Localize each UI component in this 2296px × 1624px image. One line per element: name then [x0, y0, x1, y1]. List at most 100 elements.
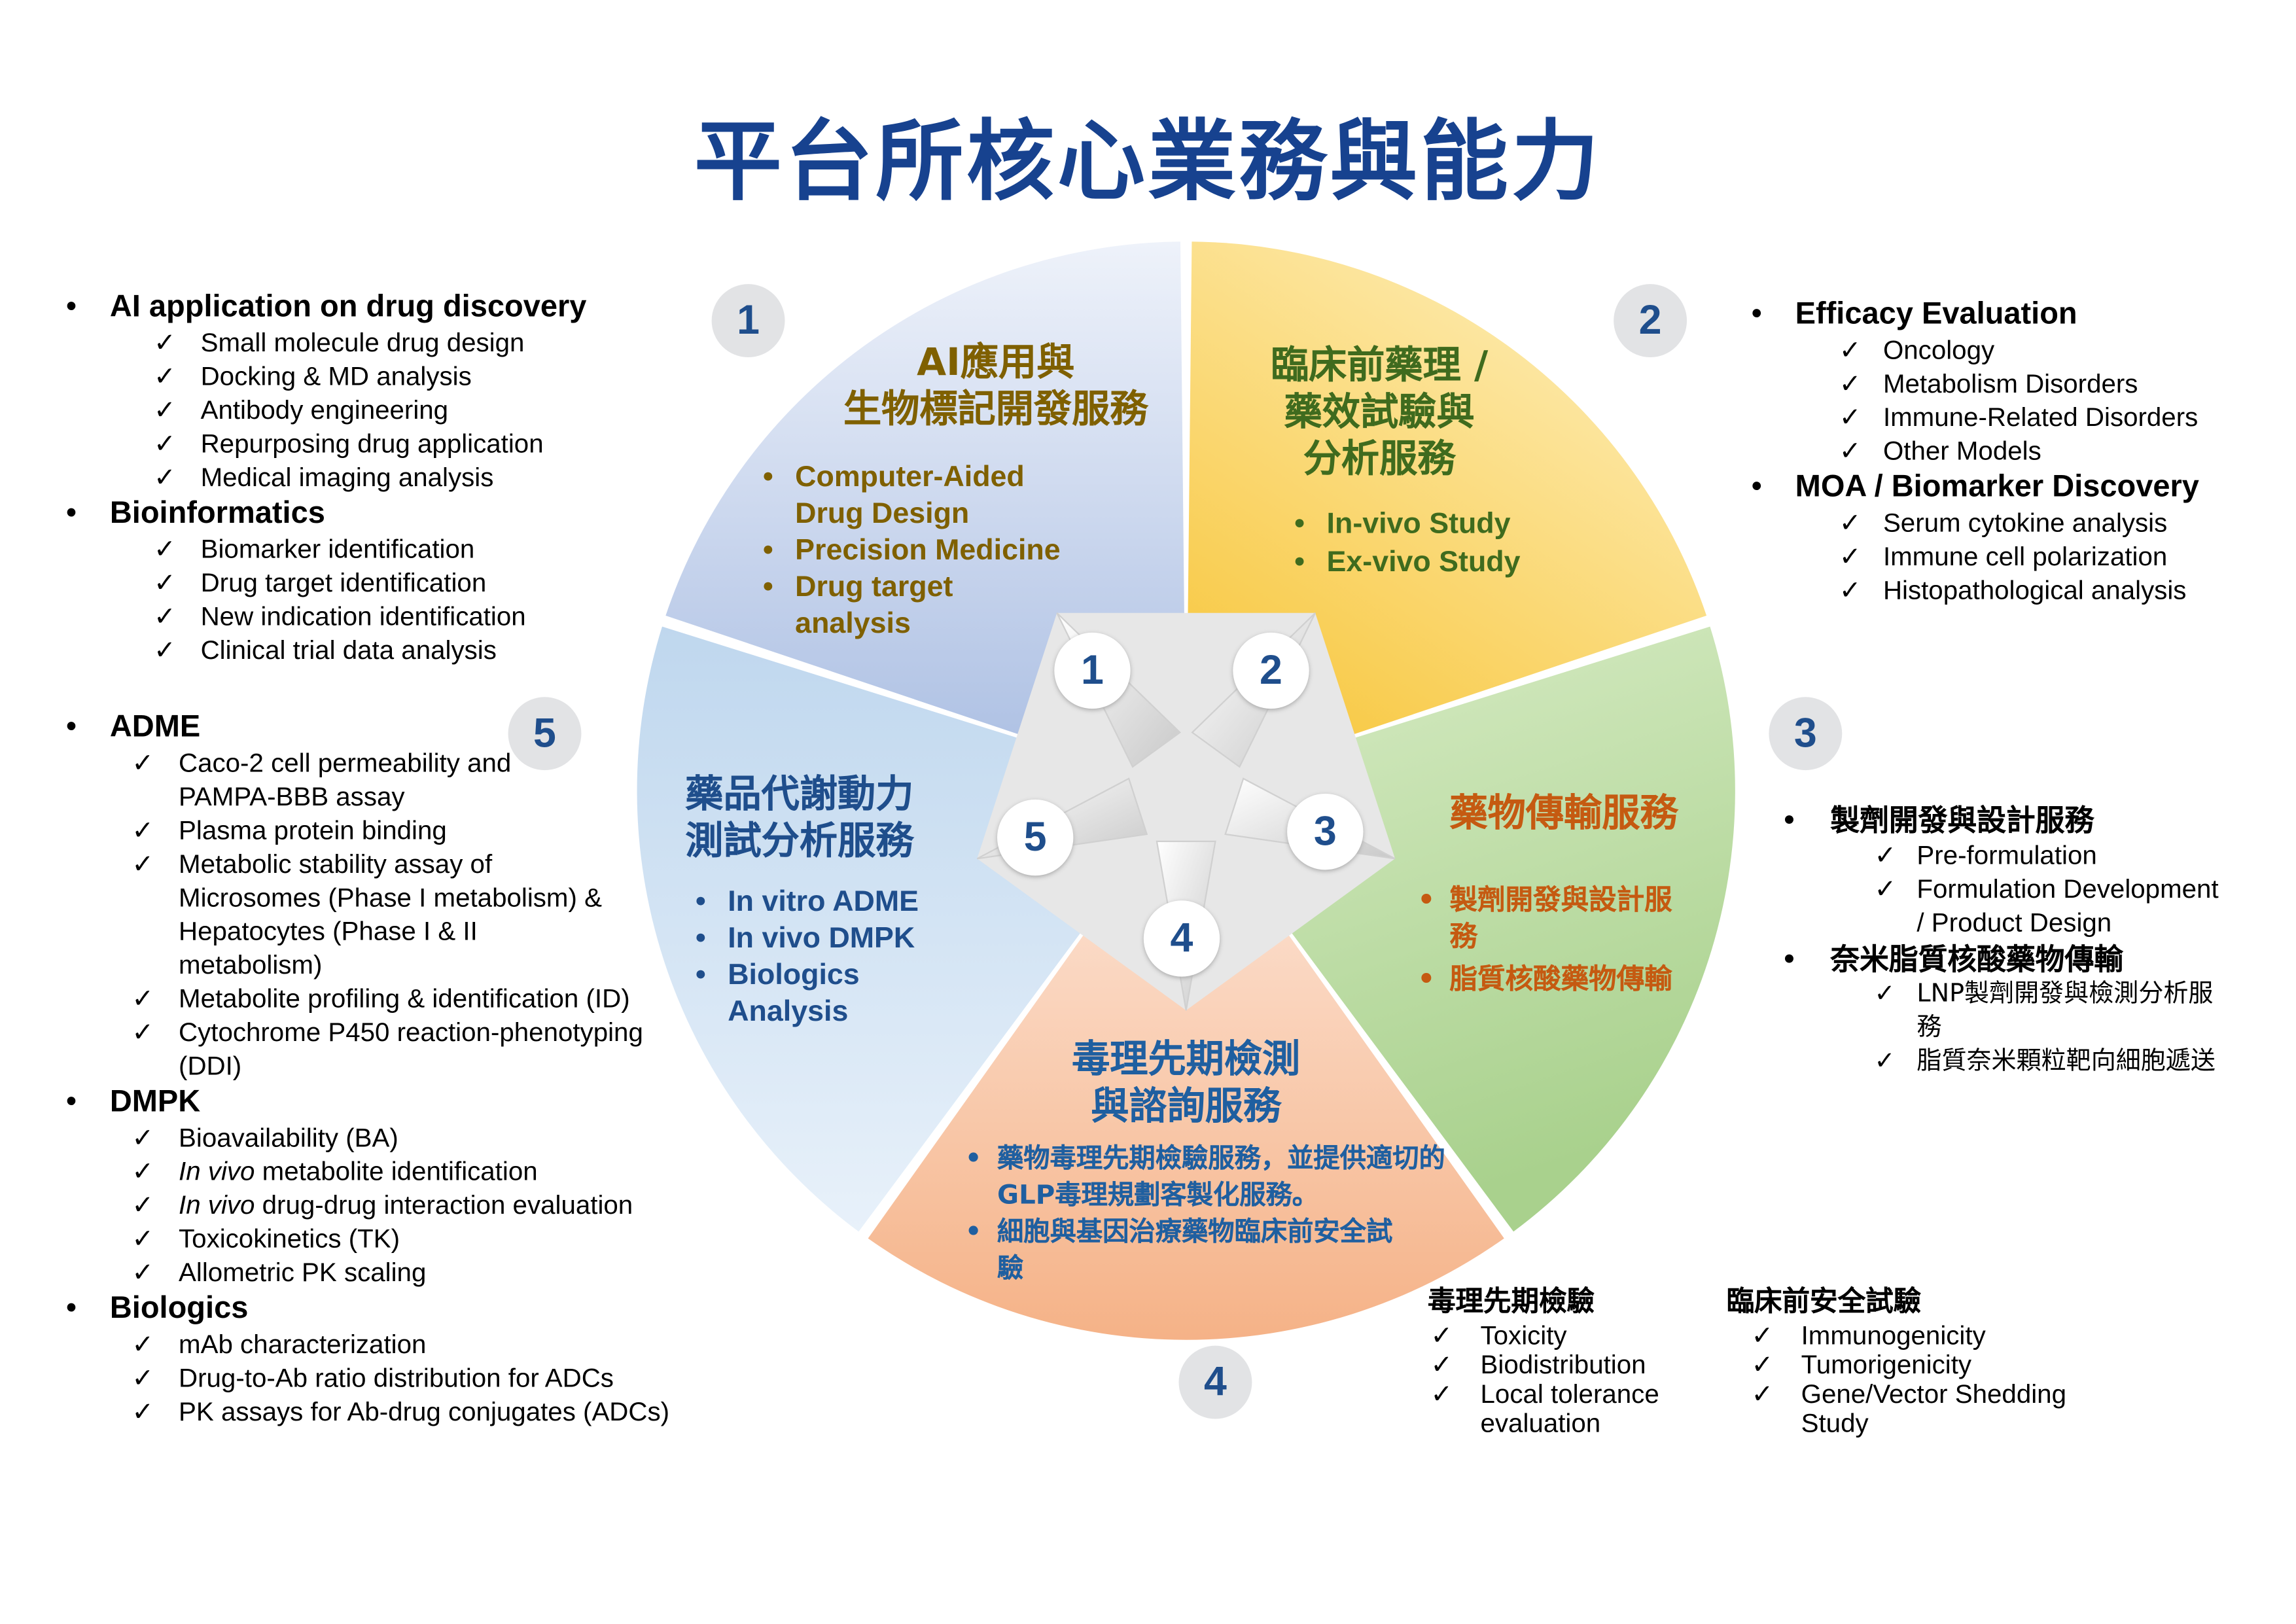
check-item: ✓ Plasma protein binding [66, 814, 754, 847]
check-icon: ✓ [132, 849, 154, 879]
check-item: ✓ LNP製劑開發與檢測分析服務 [1780, 978, 2224, 1046]
check-item-label: LNP製劑開發與檢測分析服務 [1916, 980, 2214, 1043]
check-icon: ✓ [1839, 542, 1862, 571]
sector-5-title-line: 測試分析服務 [685, 820, 914, 864]
sector-4-title-line: 與諮詢服務 [1091, 1085, 1282, 1129]
check-icon: ✓ [1839, 368, 1862, 398]
check-icon: ✓ [153, 463, 176, 492]
check-icon: ✓ [132, 983, 154, 1014]
check-item: ✓ Formulation Development / Product Desig… [1780, 873, 2224, 940]
list-item: 藥物毒理先期檢驗服務，並提供適切的GLP毒理規劃客製化服務。 [965, 1140, 1449, 1214]
check-item: ✓Small molecule drug design [66, 327, 711, 360]
check-icon: ✓ [153, 429, 176, 459]
check-icon: ✓ [132, 748, 154, 778]
panel-heading: 奈米脂質核酸藥物傳輸 [1780, 940, 2249, 978]
check-icon: ✓ [1874, 840, 1897, 870]
check-icon: ✓ [132, 1258, 154, 1288]
check-item-label: In vivo drug-drug interaction evaluation [179, 1190, 633, 1220]
inner-badge-5: 5 [997, 799, 1074, 876]
check-item: ✓ Metabolite profiling & identification (… [66, 983, 754, 1016]
check-item: ✓Tumorigenicity [1726, 1350, 2121, 1379]
panel-drug-delivery: 製劑開發與設計服務 ✓Pre-formulation ✓Formulation … [1780, 801, 2249, 1079]
check-item-label: Drug-to-Ab ratio distribution for ADCs [179, 1363, 614, 1393]
check-item: ✓Immune cell polarization [1752, 540, 2279, 574]
badge-3: 3 [1769, 697, 1843, 771]
check-item: ✓Local tolerance evaluation [1428, 1379, 1686, 1438]
check-icon: ✓ [153, 601, 176, 631]
check-icon: ✓ [132, 1224, 154, 1254]
check-item: ✓New indication identification [66, 601, 711, 634]
check-item-label: Allometric PK scaling [179, 1258, 427, 1288]
check-item-label: Other Models [1882, 436, 2041, 466]
check-item-label: Metabolite profiling & identification (I… [179, 983, 630, 1014]
check-item: ✓ Caco-2 cell permeability and PAMPA-BBB … [66, 747, 516, 814]
check-item: ✓Toxicokinetics (TK) [66, 1223, 754, 1256]
check-icon: ✓ [1839, 508, 1862, 538]
check-item: ✓ In vivo metabolite identification [66, 1156, 754, 1189]
check-item: ✓In vivo drug-drug interaction evaluatio… [66, 1189, 754, 1222]
check-item: ✓mAb characterization [66, 1328, 754, 1362]
check-icon: ✓ [1430, 1350, 1453, 1380]
page-title: 平台所核心業務與能力 [694, 111, 1602, 214]
check-icon: ✓ [153, 361, 176, 391]
check-item: ✓Drug-to-Ab ratio distribution for ADCs [66, 1362, 754, 1395]
check-item-label: Bioavailability (BA) [179, 1123, 398, 1153]
check-item-label: Formulation Development / Product Design [1916, 874, 2219, 938]
inner-badge-3: 3 [1287, 793, 1364, 870]
sector-5-list: In vitro ADME In vivo DMPK Biologics Ana… [696, 885, 959, 1031]
check-item-label: Clinical trial data analysis [200, 635, 497, 665]
list-item: 細胞與基因治療藥物臨床前安全試驗 [965, 1214, 1392, 1287]
inner-badge-1: 1 [1054, 632, 1131, 709]
sector-2-title-line: 藥效試驗與 [1284, 391, 1475, 435]
list-item: In vitro ADME [696, 885, 959, 921]
check-item-label: Plasma protein binding [179, 815, 447, 845]
check-icon: ✓ [153, 534, 176, 564]
check-item-label: Immunogenicity [1801, 1320, 1986, 1350]
check-item-label: Caco-2 cell permeability and PAMPA-BBB a… [179, 748, 512, 811]
sector-5-title-line: 藥品代謝動力 [685, 773, 914, 817]
badge-4: 4 [1178, 1345, 1252, 1419]
panel-heading: 臨床前安全試驗 [1726, 1285, 1922, 1318]
check-item-label: Metabolic stability assay of Microsomes … [179, 849, 602, 980]
sector-4-title-line: 毒理先期檢測 [1072, 1038, 1301, 1082]
check-icon: ✓ [1430, 1379, 1453, 1409]
inner-badge-4: 4 [1143, 900, 1220, 977]
check-item-label: In vivo metabolite identification [179, 1156, 538, 1186]
check-icon: ✓ [132, 1396, 154, 1426]
check-item: ✓Toxicity [1428, 1321, 1721, 1350]
list-item: In vivo DMPK [696, 921, 959, 958]
check-item-label: Drug target identification [200, 568, 487, 598]
check-icon: ✓ [132, 815, 154, 845]
check-item-label: Toxicity [1480, 1320, 1567, 1350]
panel-toxicology: 毒理先期檢驗 ✓Toxicity ✓Biodistribution ✓Local… [1428, 1282, 1721, 1438]
panel-adme-dmpk-biologics: ADME ✓Caco-2 cell permeability and PAMPA… [66, 709, 754, 1429]
check-icon: ✓ [1751, 1320, 1774, 1350]
list-item: Drug target analysis [763, 570, 1000, 643]
check-item: ✓Docking & MD analysis [66, 361, 711, 394]
check-item: ✓Metabolism Disorders [1752, 368, 2279, 401]
check-item: ✓Gene/Vector Shedding Study [1726, 1379, 2094, 1438]
check-item-label: Serum cytokine analysis [1882, 508, 2168, 538]
check-icon: ✓ [132, 1156, 154, 1186]
list-item: Biologics Analysis [696, 958, 889, 1031]
sector-2-title: 臨床前藥理 / 藥效試驗與 分析服務 [1215, 343, 1543, 484]
sector-2-list: In-vivo Study Ex-vivo Study [1294, 505, 1587, 581]
panel-heading: Biologics [66, 1290, 754, 1328]
check-item: ✓PK assays for Ab-drug conjugates (ADCs) [66, 1396, 754, 1429]
list-item: Precision Medicine [763, 533, 1100, 570]
check-item: ✓Clinical trial data analysis [66, 634, 711, 667]
panel-efficacy-moa: Efficacy Evaluation ✓Oncology ✓Metabolis… [1752, 296, 2279, 608]
check-icon: ✓ [1874, 874, 1897, 904]
check-item-label: Antibody engineering [200, 395, 449, 425]
check-icon: ✓ [1751, 1350, 1774, 1380]
check-icon: ✓ [1874, 980, 1896, 1009]
panel-ai-bioinformatics: AI application on drug discovery ✓Small … [66, 289, 711, 668]
check-icon: ✓ [1839, 402, 1862, 432]
sector-2-title-line: 臨床前藥理 / [1270, 344, 1489, 389]
check-item-label: Biomarker identification [200, 534, 475, 564]
sector-3-title-line: 藥物傳輸服務 [1449, 792, 1678, 836]
check-item-label: Pre-formulation [1916, 840, 2097, 870]
check-icon: ✓ [1751, 1379, 1774, 1409]
check-item-label: Immune-Related Disorders [1882, 402, 2199, 432]
sector-1-title-line: AI應用與 [917, 341, 1075, 385]
